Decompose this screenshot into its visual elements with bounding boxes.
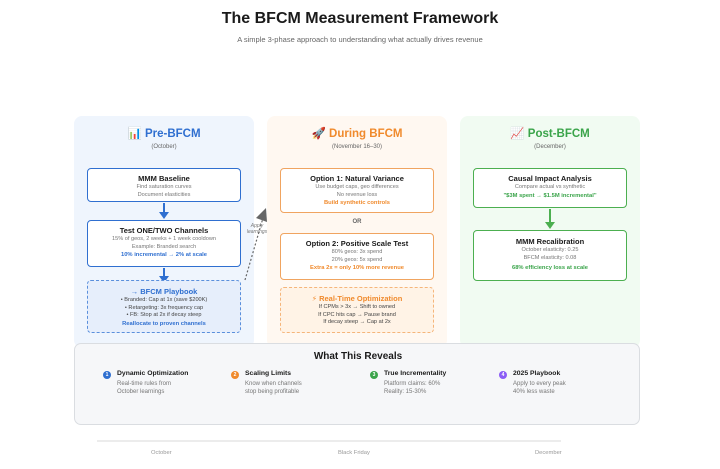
phase-title-pre: 📊 Pre-BFCM: [127, 128, 201, 140]
option1-box: Option 1: Natural Variance Use budget ca…: [280, 168, 434, 213]
apply-learnings-arrow-icon: [244, 208, 267, 281]
timeline-label-december: December: [535, 450, 562, 456]
realtime-optimization-box: ⚡ Real-Time Optimization If CPMs > 3x → …: [280, 287, 434, 333]
apply-learnings-label: Apply learnings: [246, 223, 268, 235]
phase-panel-during-bfcm: 🚀 During BFCM (November 16–30) Option 1:…: [267, 116, 447, 348]
phase-period-pre: (October): [151, 144, 177, 150]
phase-panel-post-bfcm: 📈 Post-BFCM (December) Causal Impact Ana…: [460, 116, 640, 348]
number-1-icon: 1: [103, 371, 111, 379]
number-2-icon: 2: [231, 371, 239, 379]
phase-title-post: 📈 Post-BFCM: [510, 128, 590, 140]
arrow-down-icon: [159, 203, 169, 219]
phase-period-post: (December): [534, 144, 566, 150]
mmm-baseline-box: MMM Baseline Find saturation curves Docu…: [87, 168, 241, 202]
page-title: The BFCM Measurement Framework: [221, 10, 499, 27]
arrow-down-icon: [545, 209, 555, 229]
phase-panel-pre-bfcm: 📊 Pre-BFCM (October) MMM Baseline Find s…: [74, 116, 254, 348]
mmm-recalibration-box: MMM Recalibration October elasticity: 0.…: [473, 230, 627, 281]
arrow-down-icon: [159, 268, 169, 283]
test-channels-box: Test ONE/TWO Channels 15% of geos, 2 wee…: [87, 220, 241, 267]
what-this-reveals-panel: What This Reveals 1 Dynamic Optimization…: [74, 343, 640, 425]
timeline-label-black-friday: Black Friday: [338, 450, 370, 456]
timeline-label-october: October: [151, 450, 172, 456]
reveals-title: What This Reveals: [313, 351, 403, 362]
option2-box: Option 2: Positive Scale Test 80% geos: …: [280, 233, 434, 280]
number-3-icon: 3: [370, 371, 378, 379]
phase-title-during: 🚀 During BFCM: [311, 128, 403, 140]
or-divider: OR: [352, 219, 362, 225]
phase-period-during: (November 16–30): [331, 144, 383, 150]
lightning-icon: ⚡: [311, 294, 317, 303]
page-subtitle: A simple 3-phase approach to understandi…: [237, 35, 483, 44]
rocket-icon: 🚀: [311, 128, 326, 140]
chart-increasing-icon: 📈: [510, 128, 525, 140]
bfcm-playbook-box: → BFCM Playbook • Branded: Cap at 1x (sa…: [87, 280, 241, 333]
bar-chart-icon: 📊: [127, 128, 142, 140]
number-4-icon: 4: [499, 371, 507, 379]
timeline-bar: [97, 440, 561, 442]
causal-impact-box: Causal Impact Analysis Compare actual vs…: [473, 168, 627, 208]
